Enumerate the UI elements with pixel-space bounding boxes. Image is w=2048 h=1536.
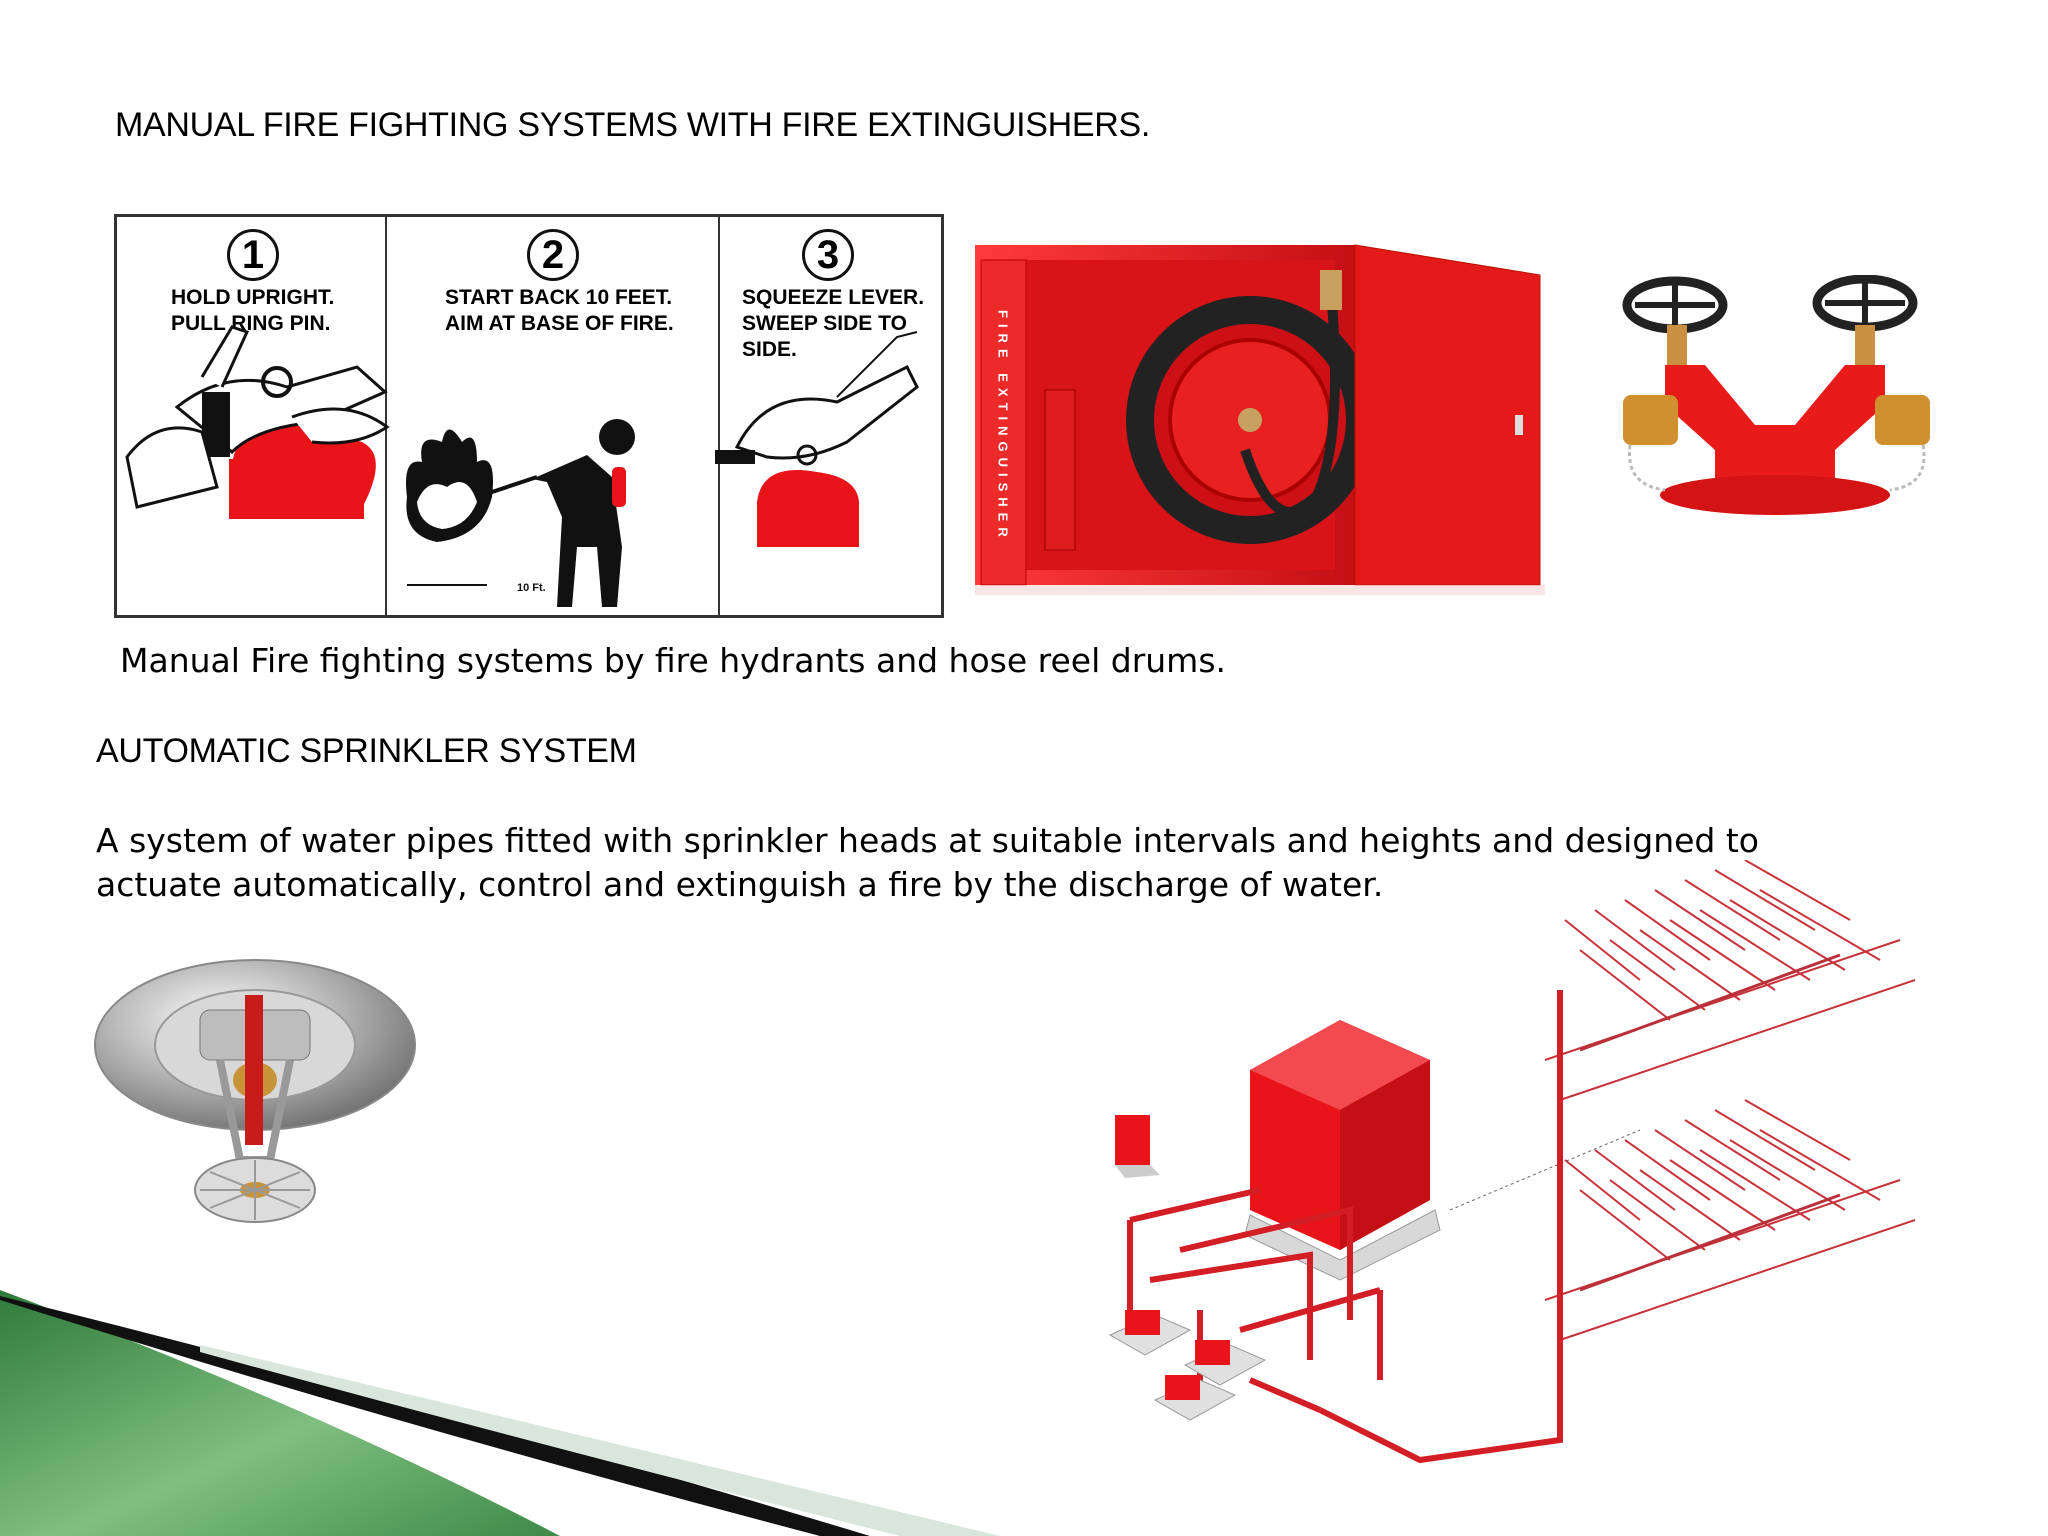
hydrant-body (1665, 365, 1885, 490)
hydrant-flange (1660, 475, 1890, 515)
outlet-cap-right (1875, 395, 1930, 445)
extinguisher-illustrations: 10 Ft. (125, 325, 919, 607)
valve-handwheel-right (1812, 275, 1918, 332)
cabinet-right-door (1354, 244, 1541, 586)
step-3-text: SQUEEZE LEVER. SWEEP SIDE TO SIDE. (742, 286, 925, 361)
double-hydrant-valve-image (1622, 275, 1930, 515)
caption-hydrants: Manual Fire fighting systems by fire hyd… (120, 641, 1227, 680)
step-2-number-circle: 2 (527, 229, 579, 281)
pump-pipework (1127, 1187, 1383, 1400)
description-line-1: A system of water pipes fitted with spri… (96, 821, 1759, 860)
person-spraying-fire-illustration: 10 Ft. (406, 419, 635, 607)
step-1-text: HOLD UPRIGHT. PULL RING PIN. (171, 286, 335, 335)
control-panel (1115, 1115, 1160, 1178)
outlet-cap-left (1623, 395, 1678, 445)
valve-handwheel-left (1622, 276, 1728, 334)
reel-hub (1238, 408, 1262, 432)
sprinkler-head-image (94, 959, 416, 1223)
step-2-text: START BACK 10 FEET. AIM AT BASE OF FIRE. (445, 286, 674, 335)
dimension-line (1449, 1129, 1641, 1211)
fire-pumps (1108, 1310, 1267, 1421)
upper-branch-lines (1544, 860, 1916, 1101)
extinguisher-inside (1044, 389, 1076, 551)
riser-main (1318, 990, 1563, 1464)
hose-reel-cabinet-image: FIRE EXTINGUISHER (975, 244, 1545, 595)
cabinet-label: FIRE EXTINGUISHER (996, 310, 1011, 543)
water-tanks (1244, 1020, 1441, 1281)
step-1-number: 1 (241, 233, 265, 277)
hand-squeezing-lever-illustration (715, 331, 919, 547)
distance-label: 10 Ft. (517, 582, 546, 594)
decorative-swoosh (0, 1290, 1000, 1536)
panel-divider (385, 217, 387, 615)
hand-pulling-pin-illustration (125, 325, 390, 519)
door-handle (1515, 415, 1523, 435)
title-manual: MANUAL FIRE FIGHTING SYSTEMS WITH FIRE E… (115, 106, 1151, 144)
step-3-number: 3 (816, 233, 840, 277)
hose-line (1240, 279, 1340, 518)
step-3-number-circle: 3 (802, 229, 854, 281)
glass-bulb (245, 995, 263, 1145)
sprinkler-system-diagram (1108, 860, 1916, 1464)
lower-branch-lines (1544, 1099, 1916, 1341)
chain-right (1889, 444, 1926, 492)
upper-cross-main (1579, 953, 1841, 1052)
panel-divider (718, 217, 720, 615)
step-1-number-circle: 1 (227, 229, 279, 281)
cabinet-left-door (980, 259, 1027, 586)
description-line-2: actuate automatically, control and extin… (96, 865, 1384, 904)
lower-cross-main (1579, 1193, 1841, 1292)
step-2-number: 2 (541, 233, 565, 277)
chain-left (1627, 444, 1666, 492)
extinguisher-instructions-panel: 1 HOLD UPRIGHT. PULL RING PIN. 2 START B… (114, 214, 944, 618)
title-automatic: AUTOMATIC SPRINKLER SYSTEM (96, 732, 637, 770)
hose-valve (1320, 270, 1342, 310)
